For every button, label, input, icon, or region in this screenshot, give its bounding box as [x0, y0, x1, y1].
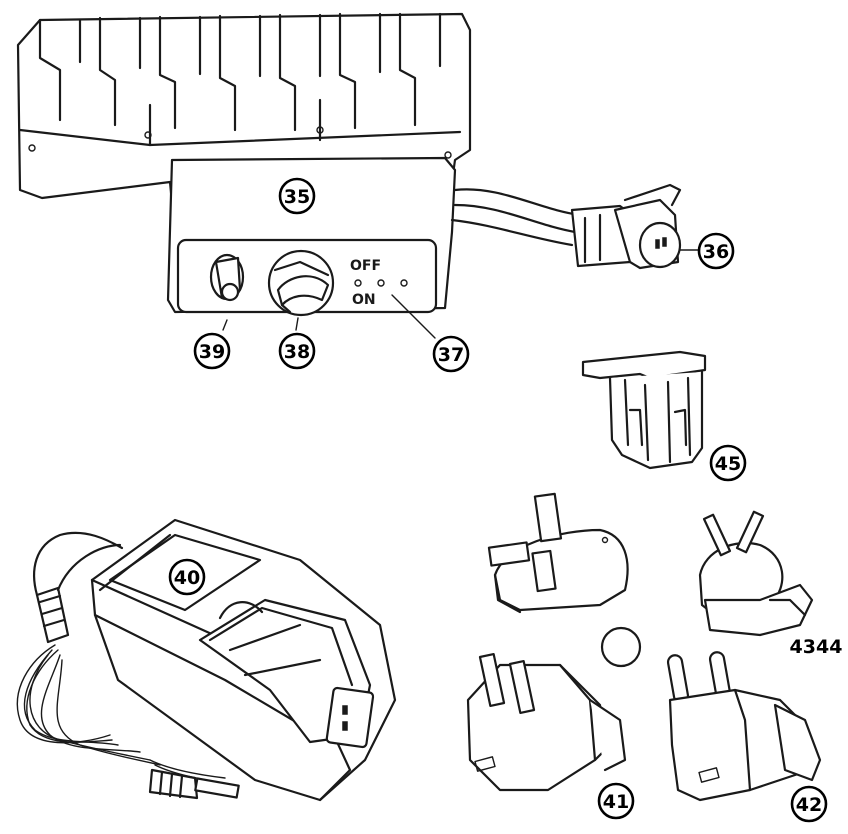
callout-41-label: 41: [603, 791, 629, 813]
adapter-clip: [581, 350, 707, 470]
eu-plug-adapter: [666, 651, 822, 802]
callout-35: 35: [278, 177, 316, 215]
callout-36-label: 36: [703, 241, 729, 263]
callout-37: 37: [432, 335, 470, 373]
callout-42: 42: [790, 785, 828, 823]
ring-part: [600, 626, 642, 668]
on-label: ON: [352, 292, 376, 308]
callout-39: 39: [193, 332, 231, 370]
callout-35-label: 35: [284, 186, 310, 208]
callout-38: 38: [278, 332, 316, 370]
led-indicators: OFF ON: [350, 258, 408, 308]
callout-42-label: 42: [796, 794, 822, 816]
callout-39-label: 39: [199, 341, 225, 363]
toggle-knob: [209, 253, 245, 302]
leader-37: [391, 294, 436, 339]
leader-38: [295, 317, 299, 331]
callout-36: 36: [697, 232, 735, 270]
au-plug-adapter: [698, 510, 814, 637]
callout-45: 45: [709, 444, 747, 482]
us-plug-adapter: [466, 652, 627, 792]
leader-39: [222, 319, 228, 331]
callout-37-label: 37: [438, 344, 464, 366]
uk-plug-adapter: [487, 492, 629, 614]
callout-41: 41: [597, 782, 635, 820]
cable-connector: [570, 183, 682, 270]
callout-40: 40: [168, 558, 206, 596]
rotary-knob: [267, 249, 335, 317]
callout-43-44-label: 4344: [790, 636, 843, 658]
callout-43-44: 4344: [790, 636, 843, 658]
callout-40-label: 40: [174, 567, 200, 589]
off-label: OFF: [350, 258, 381, 274]
callout-38-label: 38: [284, 341, 310, 363]
callout-45-label: 45: [715, 453, 741, 475]
battery-charger: [16, 518, 397, 802]
